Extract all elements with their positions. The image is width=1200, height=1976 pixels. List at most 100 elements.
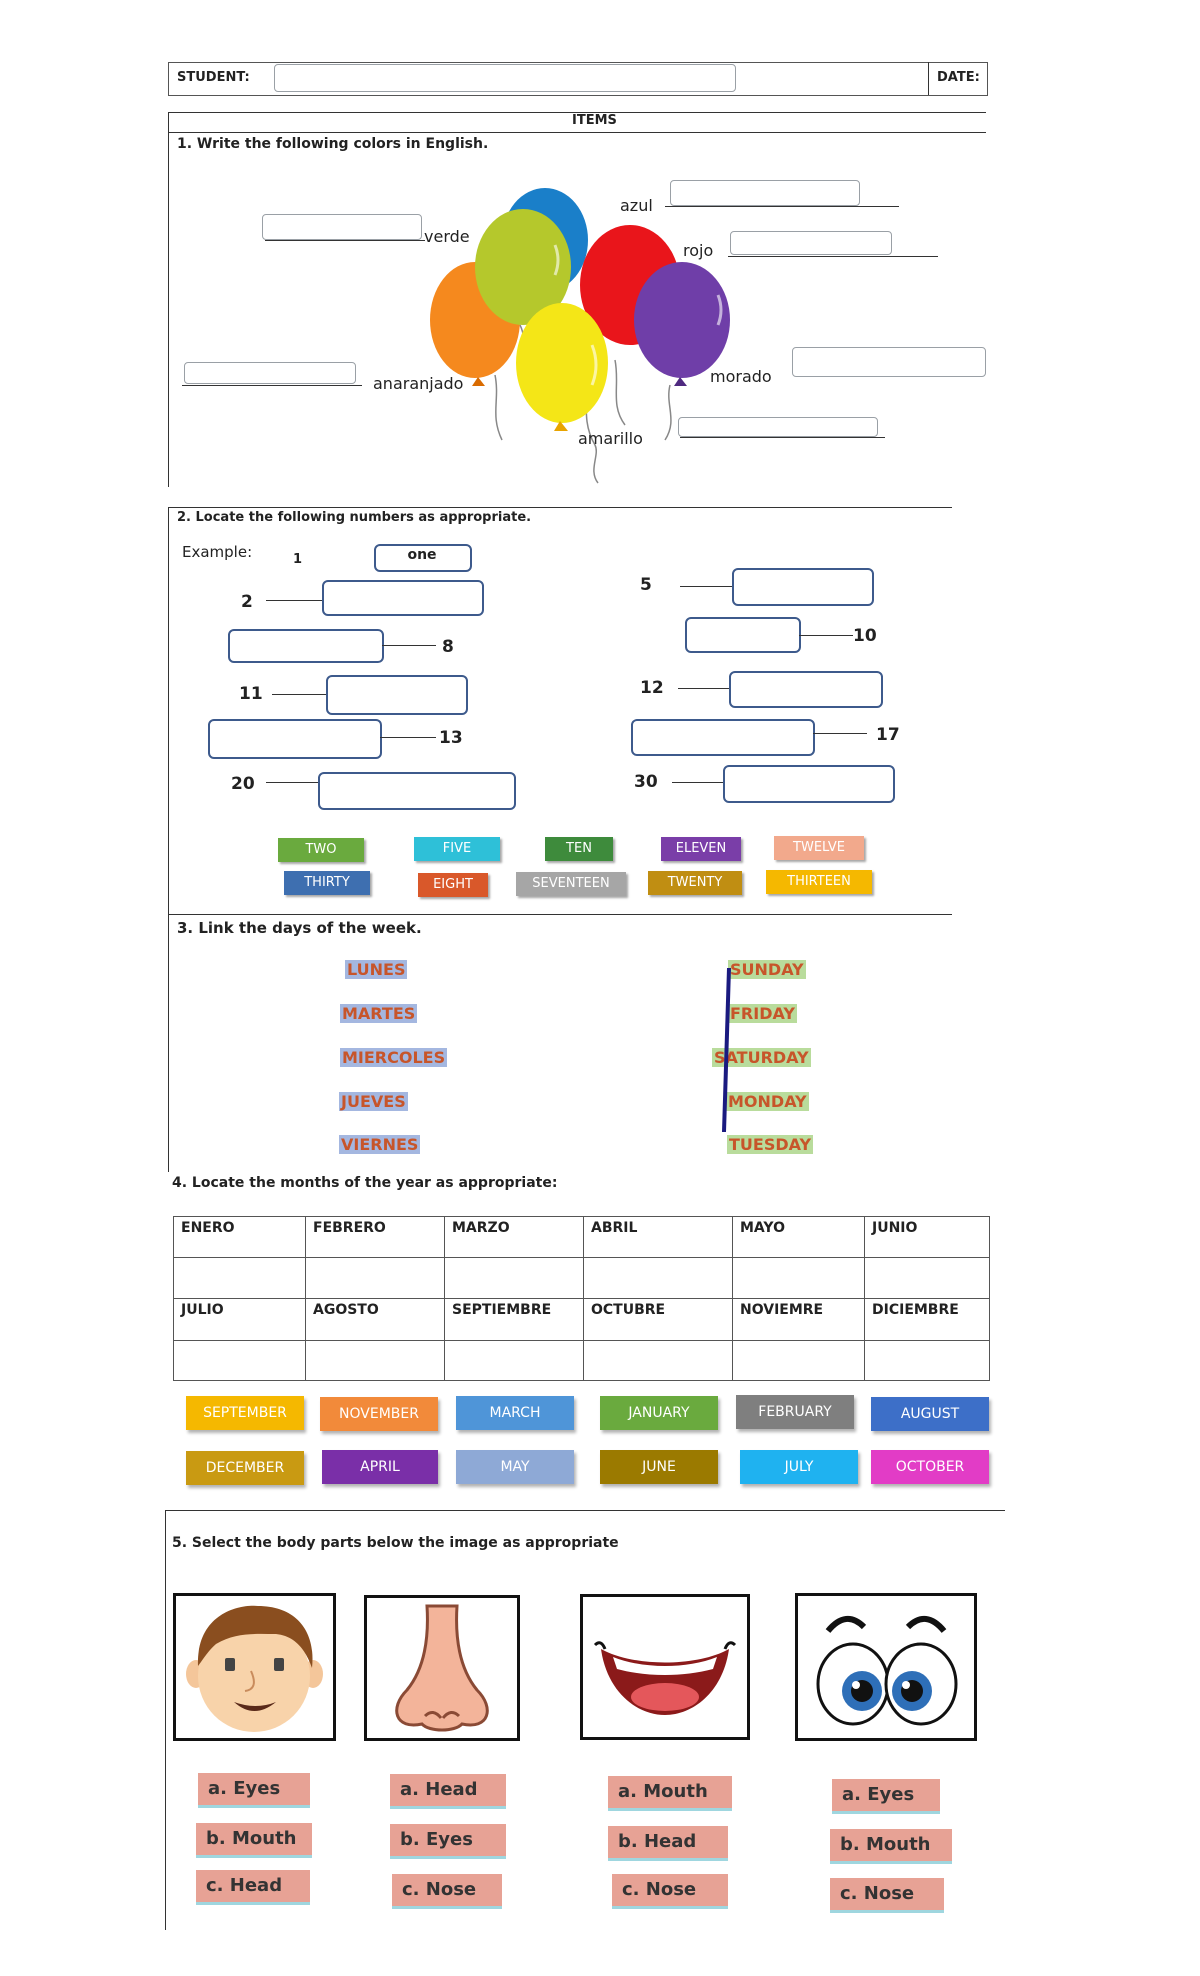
amarillo-answer-line [680,437,885,438]
mouth-option-c[interactable]: c. Nose [612,1874,728,1909]
number-5: 5 [640,575,652,595]
month-answer-cell[interactable] [732,1340,865,1381]
number-tile[interactable]: THIRTEEN [766,870,872,894]
example-number: 1 [293,552,303,567]
number-tile[interactable]: TWENTY [648,871,742,895]
month-answer-cell[interactable] [444,1257,584,1299]
month-answer-cell[interactable] [583,1257,733,1299]
month-tile[interactable]: MAY [456,1450,574,1484]
section5-top-line [165,1510,1005,1511]
student-input[interactable] [274,64,736,92]
english-day[interactable]: SATURDAY [712,1048,811,1067]
eyes-option-b[interactable]: b. Mouth [830,1829,952,1864]
mouth-icon [593,1641,737,1715]
month-answer-cell[interactable] [305,1257,445,1299]
number-tile[interactable]: FIVE [414,837,500,861]
number-13-answer-box[interactable] [208,719,382,759]
number-11: 11 [239,684,263,704]
month-tile[interactable]: JANUARY [600,1396,718,1430]
azul-answer-input[interactable] [670,180,860,206]
number-8-connector [382,645,436,646]
month-tile[interactable]: JULY [740,1450,858,1484]
number-20-answer-box[interactable] [318,772,516,810]
spanish-day[interactable]: JUEVES [339,1092,408,1111]
number-5-connector [680,586,734,587]
number-17-connector [813,733,867,734]
nose-option-b[interactable]: b. Eyes [390,1824,506,1859]
number-5-answer-box[interactable] [732,568,874,606]
month-cell: DICIEMBRE [864,1298,990,1341]
number-12-connector [678,688,730,689]
example-label: Example: [182,543,253,561]
eyes-option-c[interactable]: c. Nose [830,1878,944,1913]
month-tile[interactable]: AUGUST [871,1397,989,1431]
spanish-day[interactable]: LUNES [345,960,408,979]
number-tile[interactable]: TEN [545,837,613,861]
number-12-answer-box[interactable] [729,671,883,708]
english-day[interactable]: FRIDAY [728,1004,797,1023]
face-option-c[interactable]: c. Head [196,1870,310,1905]
number-11-answer-box[interactable] [326,675,468,715]
english-day[interactable]: SUNDAY [728,960,806,979]
month-tile[interactable]: JUNE [600,1450,718,1484]
mouth-option-a[interactable]: a. Mouth [608,1776,732,1811]
mouth-option-b[interactable]: b. Head [608,1826,728,1861]
months-table: ENERO FEBRERO MARZO ABRIL MAYO JUNIO JUL… [173,1216,990,1381]
amarillo-answer-input[interactable] [678,417,878,437]
number-8-answer-box[interactable] [228,629,384,663]
nose-option-a[interactable]: a. Head [390,1774,506,1809]
month-answer-cell[interactable] [864,1340,990,1381]
number-2-answer-box[interactable] [322,580,484,616]
anaranjado-answer-input[interactable] [184,362,356,384]
rojo-answer-input[interactable] [730,231,892,255]
eyes-card [795,1593,977,1741]
month-answer-cell[interactable] [173,1340,306,1381]
month-cell: ENERO [173,1216,306,1258]
spanish-day[interactable]: MARTES [340,1004,418,1023]
azul-answer-line [665,206,899,207]
month-tile[interactable]: SEPTEMBER [186,1396,304,1430]
month-tile[interactable]: FEBRUARY [736,1395,854,1429]
month-tile[interactable]: APRIL [322,1450,438,1484]
number-13-connector [380,737,436,738]
eyes-option-a[interactable]: a. Eyes [832,1779,940,1814]
month-cell: NOVIEMRE [732,1298,865,1341]
face-option-b[interactable]: b. Mouth [196,1823,312,1858]
spanish-day[interactable]: MIERCOLES [340,1048,448,1067]
number-tile[interactable]: TWELVE [774,836,864,860]
morado-answer-input[interactable] [792,347,986,377]
month-tile[interactable]: OCTOBER [871,1450,989,1484]
english-day[interactable]: TUESDAY [727,1135,814,1154]
anaranjado-answer-line [182,385,362,386]
verde-answer-input[interactable] [262,214,422,240]
face-option-a[interactable]: a. Eyes [198,1773,310,1808]
color-word-amarillo: amarillo [578,429,643,448]
month-answer-cell[interactable] [583,1340,733,1381]
number-30-answer-box[interactable] [723,765,895,803]
number-10-answer-box[interactable] [685,617,801,653]
section2-top-line [168,507,952,508]
month-tile[interactable]: NOVEMBER [320,1397,438,1431]
english-day[interactable]: MONDAY [726,1092,809,1111]
month-cell: JULIO [173,1298,306,1341]
section5-left-border [165,1510,166,1930]
month-answer-cell[interactable] [864,1257,990,1299]
month-answer-cell[interactable] [444,1340,584,1381]
number-tile[interactable]: TWO [278,838,364,862]
month-cell: SEPTIEMBRE [444,1298,584,1341]
month-answer-cell[interactable] [732,1257,865,1299]
spanish-day[interactable]: VIERNES [339,1135,421,1154]
nose-option-c[interactable]: c. Nose [392,1874,502,1909]
month-answer-cell[interactable] [305,1340,445,1381]
month-answer-cell[interactable] [173,1257,306,1299]
nose-icon [395,1604,489,1732]
number-tile[interactable]: THIRTY [284,871,370,895]
month-cell: AGOSTO [305,1298,445,1341]
verde-answer-line [265,240,425,241]
month-tile[interactable]: MARCH [456,1396,574,1430]
month-tile[interactable]: DECEMBER [186,1451,304,1485]
number-tile[interactable]: EIGHT [418,873,488,897]
number-17-answer-box[interactable] [631,719,815,756]
number-tile[interactable]: SEVENTEEN [516,872,626,896]
number-tile[interactable]: ELEVEN [661,837,741,861]
